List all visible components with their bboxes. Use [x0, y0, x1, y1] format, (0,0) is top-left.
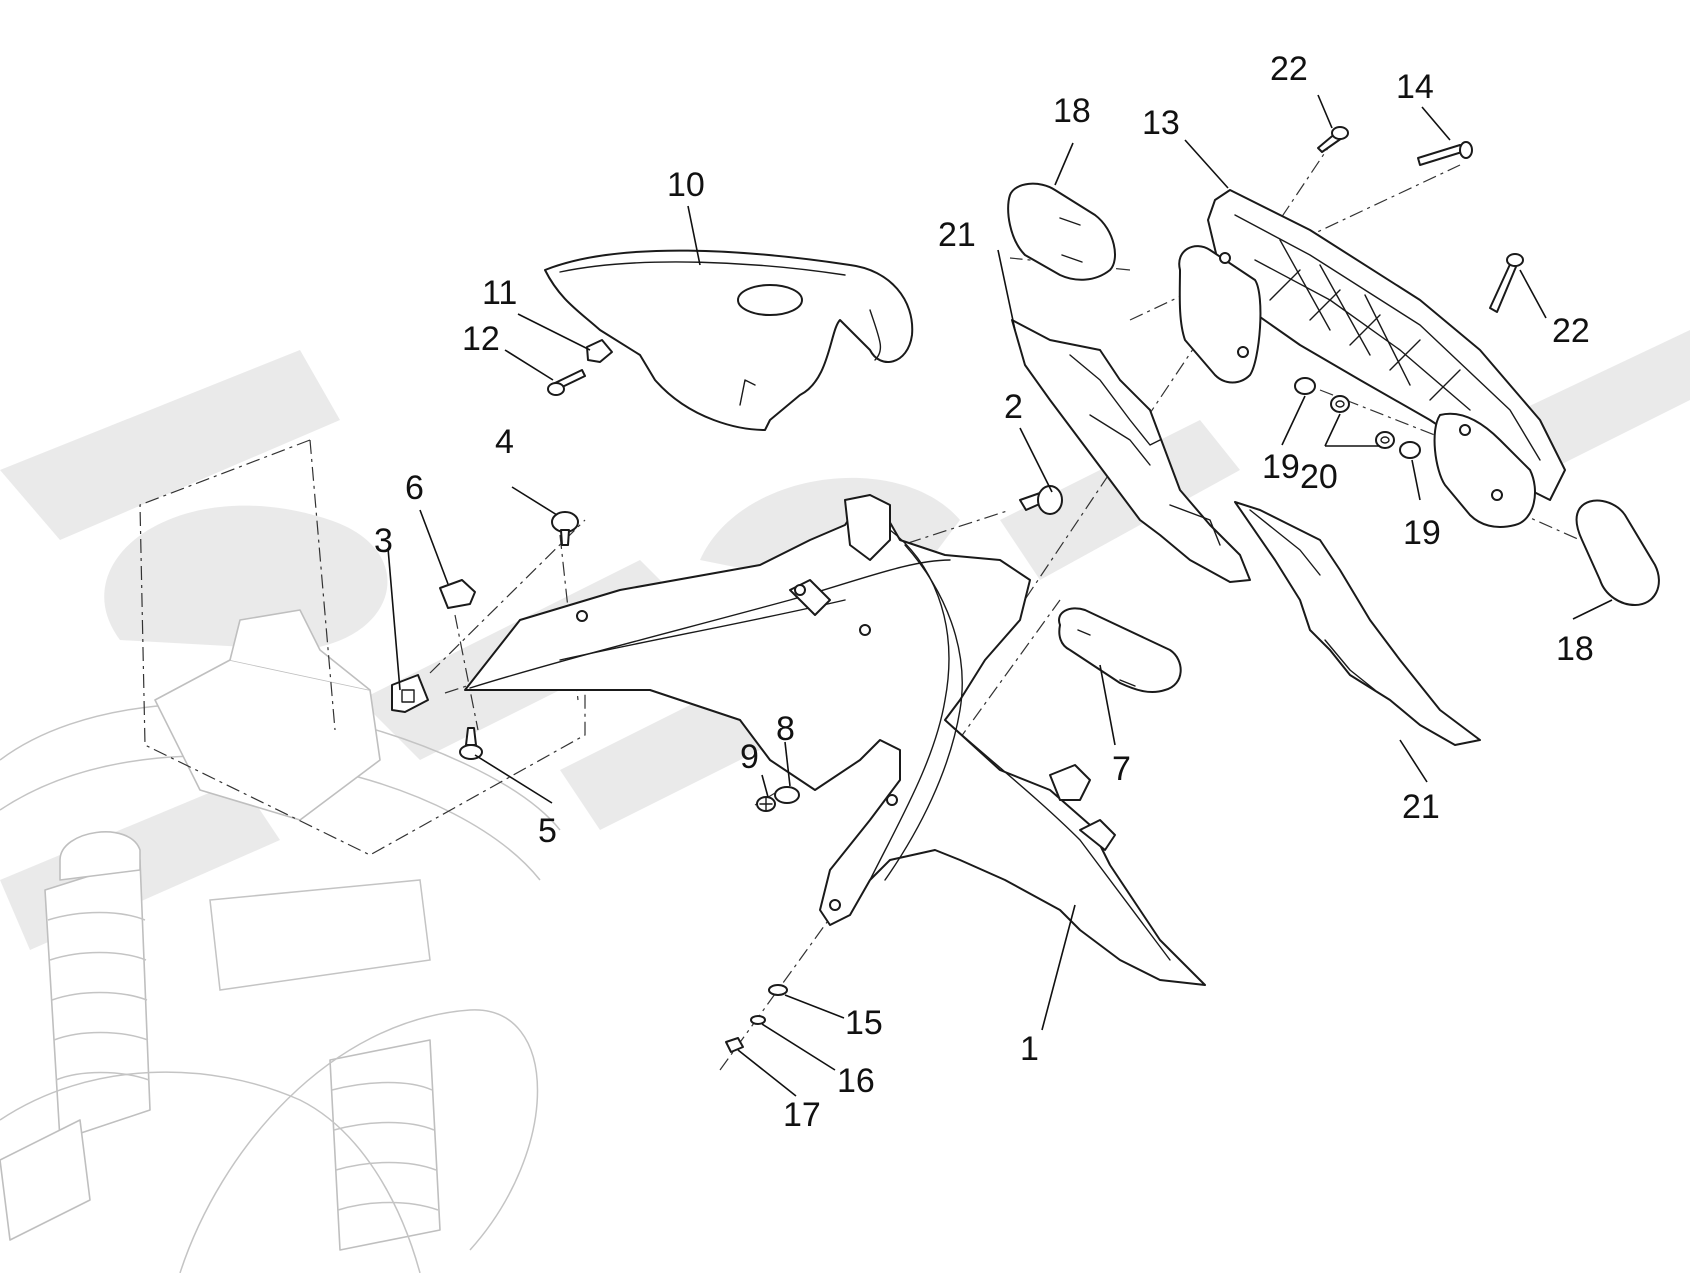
- callout-3: 3: [374, 522, 393, 560]
- callout-13: 13: [1142, 104, 1180, 142]
- part-4-screw: [551, 511, 579, 546]
- callout-12: 12: [462, 320, 500, 358]
- part-2-screw: [1019, 485, 1063, 515]
- part-18-pad-upper: [1007, 182, 1116, 281]
- part-19-washer-right: [1399, 441, 1421, 459]
- callout-4: 4: [495, 423, 514, 461]
- part-16-washer: [750, 1015, 766, 1025]
- part-14-bolt: [1417, 141, 1473, 166]
- part-18-pad-lower: [1575, 499, 1660, 606]
- callout-5: 5: [538, 812, 557, 850]
- part-3-clip: [391, 674, 429, 713]
- callout-18-upper: 18: [1053, 92, 1091, 130]
- part-7-pad: [1058, 607, 1182, 693]
- callout-22-top: 22: [1270, 50, 1308, 88]
- part-8-washer: [774, 786, 800, 804]
- callout-14: 14: [1396, 68, 1434, 106]
- callout-21-upper: 21: [938, 216, 976, 254]
- part-1-rear-mudguard: [464, 494, 1206, 986]
- callout-7: 7: [1112, 750, 1131, 788]
- callout-6: 6: [405, 469, 424, 507]
- callout-16: 16: [837, 1062, 875, 1100]
- callout-15: 15: [845, 1004, 883, 1042]
- callout-1: 1: [1020, 1030, 1039, 1068]
- callout-19-left: 19: [1262, 448, 1300, 486]
- callout-8: 8: [776, 710, 795, 748]
- callout-11: 11: [482, 274, 517, 312]
- part-19-washer-left: [1294, 377, 1316, 395]
- callout-17: 17: [783, 1096, 821, 1134]
- part-6-clip: [439, 579, 476, 609]
- callout-18-lower: 18: [1556, 630, 1594, 668]
- background-chassis: [0, 609, 561, 1273]
- part-10-upper-cover: [544, 249, 914, 431]
- callout-2: 2: [1004, 388, 1023, 426]
- part-12-screw: [547, 369, 586, 396]
- part-9-screw: [756, 796, 776, 812]
- part-15-washer: [768, 984, 788, 996]
- part-11-clip: [586, 339, 613, 363]
- part-17-spacer: [725, 1037, 744, 1053]
- part-22-screw-right: [1489, 253, 1524, 313]
- callout-21-lower: 21: [1402, 788, 1440, 826]
- leader-lines: [387, 94, 1613, 1097]
- part-21-bracket-left: [1011, 319, 1251, 583]
- callout-10: 10: [667, 166, 705, 204]
- callout-9: 9: [740, 738, 759, 776]
- callouts: 1 2 3 4 5 6 7 8 9 10 11 12 13 14 15 16 1…: [374, 50, 1594, 1134]
- callout-22-right: 22: [1552, 312, 1590, 350]
- part-20-nut-right: [1375, 431, 1395, 449]
- part-13-plate-holder: [1178, 189, 1566, 528]
- callout-19-right: 19: [1403, 514, 1441, 552]
- part-22-screw-top: [1317, 126, 1349, 153]
- part-20-nut-left: [1330, 395, 1350, 413]
- part-21-bracket-right: [1234, 501, 1481, 746]
- callout-20: 20: [1300, 458, 1338, 496]
